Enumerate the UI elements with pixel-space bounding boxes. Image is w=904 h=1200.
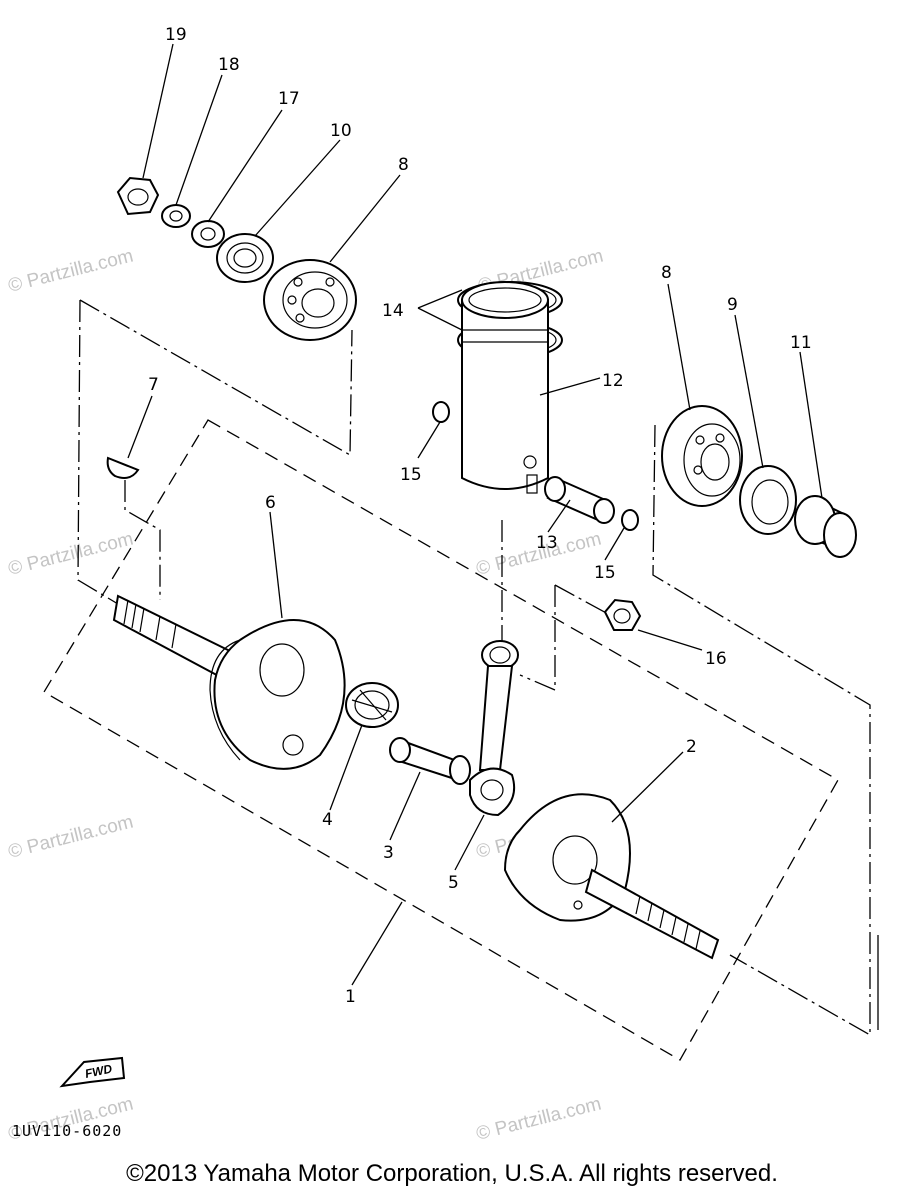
oil-seal-9 (739, 465, 797, 535)
callout-12: 12 (602, 371, 624, 391)
callout-19: 19 (165, 25, 187, 45)
callout-16: 16 (705, 649, 727, 669)
callout-6: 6 (265, 493, 276, 513)
callout-15-upper: 15 (400, 465, 422, 485)
alignment-lines (77, 299, 879, 1037)
crank-right-2 (503, 793, 720, 960)
watermark: © Partzilla.com (6, 246, 135, 297)
callout-3: 3 (383, 843, 394, 863)
callout-1: 1 (345, 987, 356, 1007)
woodruff-key-7 (106, 456, 140, 479)
callout-15-lower: 15 (594, 563, 616, 583)
callout-4: 4 (322, 810, 333, 830)
piston-pin-13 (544, 476, 615, 524)
callout-8-left: 8 (398, 155, 409, 175)
washer-17 (191, 220, 225, 248)
leader-lines (127, 43, 823, 986)
bearing-8-right (661, 405, 743, 507)
connecting-rod-5 (469, 640, 519, 817)
callout-9: 9 (727, 295, 738, 315)
crankshaft-assembly-boundary (43, 419, 839, 1061)
callout-5: 5 (448, 873, 459, 893)
oil-seal-10 (216, 233, 274, 283)
bearing-8-left (263, 259, 357, 341)
callout-8-right: 8 (661, 263, 672, 283)
copyright-notice: ©2013 Yamaha Motor Corporation, U.S.A. A… (126, 1160, 778, 1187)
crank-left-6 (112, 594, 346, 770)
callout-10: 10 (330, 121, 352, 141)
watermark: © Partzilla.com (474, 1094, 603, 1145)
fwd-arrow-icon: FWD (59, 1056, 126, 1088)
watermark: © Partzilla.com (6, 812, 135, 863)
callout-17: 17 (278, 89, 300, 109)
callout-18: 18 (218, 55, 240, 75)
callout-13: 13 (536, 533, 558, 553)
callout-14: 14 (382, 301, 404, 321)
nut-19 (116, 176, 160, 216)
callout-labels: 19 18 17 10 8 14 12 15 13 15 16 8 9 11 7… (148, 25, 812, 1007)
lock-washer-18 (161, 204, 191, 228)
piston-12 (461, 281, 549, 494)
callout-2: 2 (686, 737, 697, 757)
crank-pin-3 (389, 737, 471, 785)
callout-7: 7 (148, 375, 159, 395)
needle-bearing-4 (345, 682, 399, 728)
clip-15-lower (621, 509, 639, 531)
fwd-label: FWD (84, 1061, 114, 1080)
nut-16 (603, 598, 642, 631)
diagram-code: 1UV110-6020 (12, 1122, 122, 1140)
collar-11 (794, 495, 857, 558)
clip-15-upper (432, 401, 450, 423)
callout-11: 11 (790, 333, 812, 353)
